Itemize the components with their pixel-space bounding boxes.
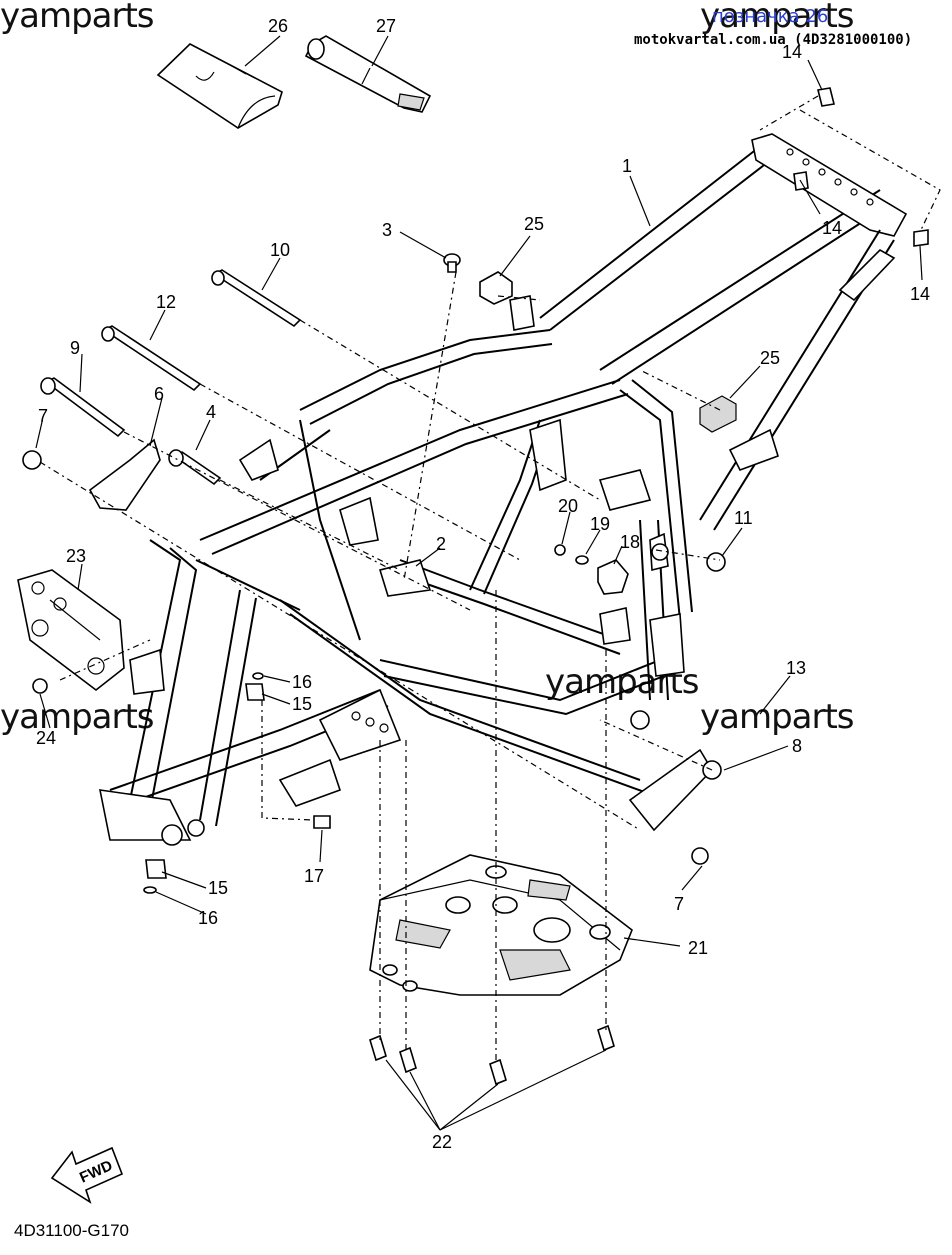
callout-12: 12 bbox=[156, 292, 176, 312]
callout-27: 27 bbox=[376, 16, 396, 36]
callout-15-upper: 15 bbox=[292, 694, 312, 714]
callout-6: 6 bbox=[154, 384, 164, 404]
callout-22: 22 bbox=[432, 1132, 452, 1152]
callout-9: 9 bbox=[70, 338, 80, 358]
callout-25-top: 25 bbox=[524, 214, 544, 234]
callout-3: 3 bbox=[382, 220, 392, 240]
callout-15-lower: 15 bbox=[208, 878, 228, 898]
overlay-link[interactable]: позначка 26 bbox=[712, 6, 828, 27]
callout-11: 11 bbox=[734, 508, 753, 528]
main-frame bbox=[109, 133, 908, 827]
callout-14-mid: 14 bbox=[822, 218, 842, 238]
callout-16-upper: 16 bbox=[292, 672, 312, 692]
callout-7-top: 7 bbox=[38, 406, 48, 426]
callout-14-top: 14 bbox=[782, 42, 802, 62]
watermark: yamparts bbox=[700, 697, 854, 737]
callout-7-bottom: 7 bbox=[674, 894, 684, 914]
part-27-tube bbox=[304, 35, 432, 113]
callout-24: 24 bbox=[36, 728, 56, 748]
callout-19: 19 bbox=[590, 514, 610, 534]
callout-16-lower: 16 bbox=[198, 908, 218, 928]
watermark: yamparts bbox=[0, 697, 154, 737]
diagram-code: 4D31100-G170 bbox=[14, 1221, 129, 1240]
callout-21: 21 bbox=[688, 938, 708, 958]
watermark: yamparts bbox=[700, 0, 854, 36]
callout-8: 8 bbox=[792, 736, 802, 756]
callout-20: 20 bbox=[558, 496, 578, 516]
frame-brackets bbox=[88, 295, 779, 846]
callout-numbers: 26 27 14 1 14 14 3 25 25 10 12 9 6 4 7 2… bbox=[36, 16, 930, 1152]
leader-lines bbox=[35, 35, 923, 1131]
part-23-bracket bbox=[17, 569, 125, 692]
part-26-pouch bbox=[156, 43, 283, 129]
callout-23: 23 bbox=[66, 546, 86, 566]
watermark: yamparts bbox=[0, 0, 154, 36]
callout-14-right: 14 bbox=[910, 284, 930, 304]
callout-17: 17 bbox=[304, 866, 324, 886]
callout-2: 2 bbox=[436, 534, 446, 554]
fwd-arrow: FWD bbox=[50, 1146, 124, 1204]
callout-13: 13 bbox=[786, 658, 806, 678]
callout-10: 10 bbox=[270, 240, 290, 260]
callout-26: 26 bbox=[268, 16, 288, 36]
assembly-lines bbox=[39, 95, 941, 1064]
callout-18: 18 bbox=[620, 532, 640, 552]
part-21-skid-plate bbox=[369, 854, 633, 996]
overlay-site-text: motokvartal.com.ua (4D3281000100) bbox=[634, 32, 912, 48]
callout-1: 1 bbox=[622, 156, 632, 176]
callout-4: 4 bbox=[206, 402, 216, 422]
callout-25-right: 25 bbox=[760, 348, 780, 368]
